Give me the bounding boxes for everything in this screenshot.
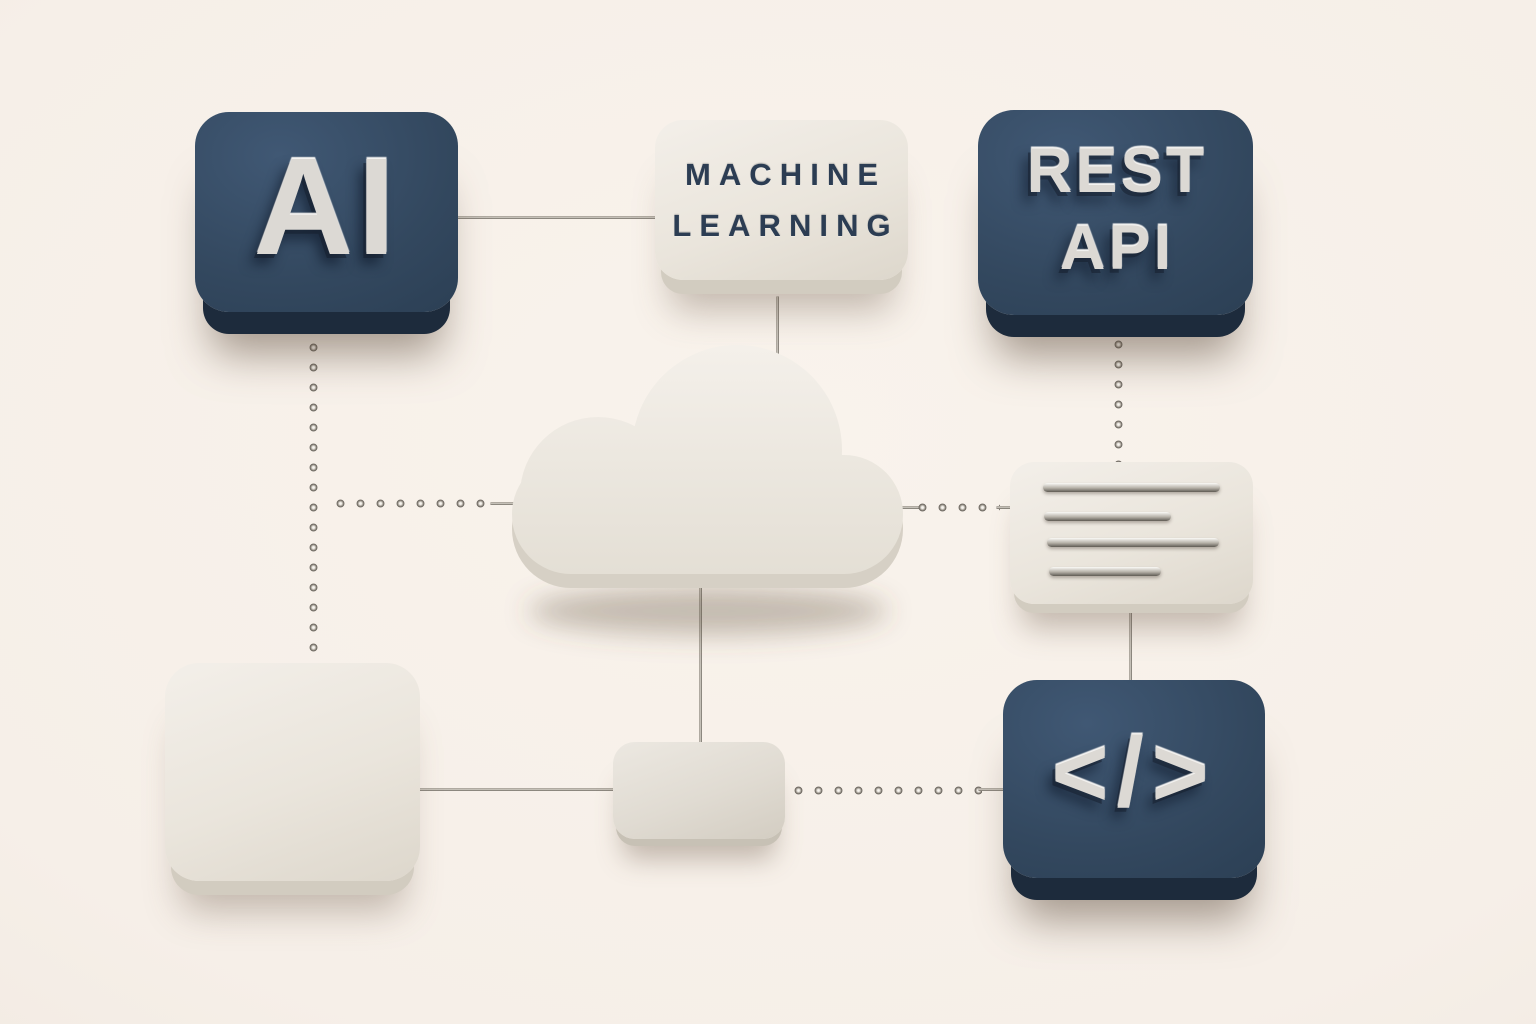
node-connector bbox=[613, 742, 785, 839]
edge-doc-code bbox=[1129, 600, 1132, 686]
edge-connector-code bbox=[794, 786, 982, 795]
edge-branch-cloud-stub bbox=[490, 502, 520, 505]
text-lines-icon bbox=[1010, 462, 1253, 604]
code-icon: </> bbox=[1051, 717, 1217, 827]
edge-cloud-doc-stub-left bbox=[898, 506, 922, 509]
text-bar bbox=[1047, 538, 1219, 547]
edge-ml-cloud bbox=[776, 296, 779, 382]
edge-ai-ml bbox=[450, 216, 660, 219]
node-machine-learning: MACHINE LEARNING bbox=[655, 120, 908, 280]
edge-rest-doc bbox=[1114, 340, 1123, 462]
edge-ai-blank bbox=[309, 343, 318, 665]
node-blank-panel bbox=[165, 663, 420, 881]
text-bar bbox=[1043, 483, 1220, 492]
edge-cloud-connector bbox=[699, 582, 702, 744]
text-bar bbox=[1049, 567, 1161, 576]
machine-learning-label: MACHINE LEARNING bbox=[672, 156, 899, 243]
edge-blank-connector bbox=[415, 788, 617, 791]
ai-label: AI bbox=[253, 130, 400, 284]
node-code: </> bbox=[1003, 680, 1265, 878]
edge-connector-code-stub bbox=[978, 788, 1008, 791]
node-rest-api: REST API bbox=[978, 110, 1253, 315]
text-bar bbox=[1044, 512, 1171, 521]
node-document bbox=[1010, 462, 1253, 604]
cloud-icon bbox=[512, 345, 903, 635]
edge-cloud-doc-stub-right bbox=[996, 506, 1016, 509]
edge-cloud-doc bbox=[918, 503, 1000, 512]
edge-branch-cloud bbox=[336, 499, 494, 508]
node-ai: AI bbox=[195, 112, 458, 312]
rest-api-label: REST API bbox=[1026, 135, 1208, 283]
